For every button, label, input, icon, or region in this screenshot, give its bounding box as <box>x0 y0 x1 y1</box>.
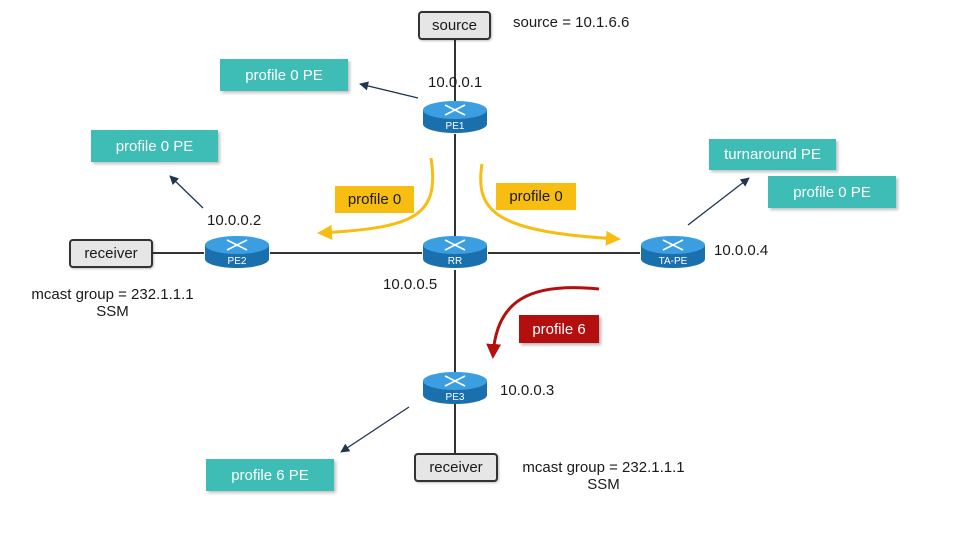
role-label-pe3: profile 6 PE <box>206 459 334 491</box>
router-icon <box>423 101 487 133</box>
flow-arrow-left <box>317 157 435 240</box>
router-icon <box>423 236 487 268</box>
router-rr[interactable]: RR <box>421 235 489 271</box>
pointer-pe3-role <box>340 406 410 453</box>
mcast-group-text: mcast group = 232.1.1.1 <box>31 286 194 303</box>
flow-label-right: profile 0 <box>496 183 576 210</box>
source-ip-label: source = 10.1.6.6 <box>513 14 630 31</box>
router-pe3[interactable]: PE3 <box>421 371 489 407</box>
router-name: TA-PE <box>658 256 688 267</box>
address-pe3: 10.0.0.3 <box>500 382 555 399</box>
address-pe2: 10.0.0.2 <box>207 212 262 229</box>
role-label-ta-profile: profile 0 PE <box>768 176 896 208</box>
pointer-tape-role <box>687 177 750 226</box>
flow-label-left: profile 0 <box>335 186 414 213</box>
mcast-mode-text: SSM <box>96 303 129 320</box>
pointer-pe2-role <box>169 175 204 209</box>
flow-arrow-right <box>479 163 621 246</box>
router-pe2[interactable]: PE2 <box>203 235 271 271</box>
router-name: PE1 <box>445 121 465 132</box>
router-pe1[interactable]: PE1 <box>421 100 489 136</box>
address-pe1: 10.0.0.1 <box>428 74 483 91</box>
router-icon <box>205 236 269 268</box>
source-host[interactable]: source <box>418 11 491 40</box>
pointer-pe1-role <box>359 81 419 99</box>
role-label-pe1: profile 0 PE <box>220 59 348 91</box>
mcast-group-text: mcast group = 232.1.1.1 <box>522 459 685 476</box>
router-name: RR <box>447 256 463 267</box>
mcast-mode-text: SSM <box>587 476 620 493</box>
flow-arrow-down <box>486 286 600 359</box>
receiver-host-bottom[interactable]: receiver <box>414 453 498 482</box>
role-label-pe2: profile 0 PE <box>91 130 218 162</box>
router-name: PE3 <box>445 392 465 403</box>
router-name: PE2 <box>227 256 247 267</box>
mcast-info-bottom: mcast group = 232.1.1.1 SSM <box>511 459 696 493</box>
mcast-info-left: mcast group = 232.1.1.1 SSM <box>20 286 205 320</box>
router-ta-pe[interactable]: TA-PE <box>639 235 707 271</box>
router-icon <box>641 236 705 268</box>
flow-label-down: profile 6 <box>519 315 599 343</box>
router-icon <box>423 372 487 404</box>
address-rr: 10.0.0.5 <box>383 276 438 293</box>
address-ta-pe: 10.0.0.4 <box>714 242 769 259</box>
role-label-ta-turnaround: turnaround PE <box>709 139 836 170</box>
receiver-host-left[interactable]: receiver <box>69 239 153 268</box>
